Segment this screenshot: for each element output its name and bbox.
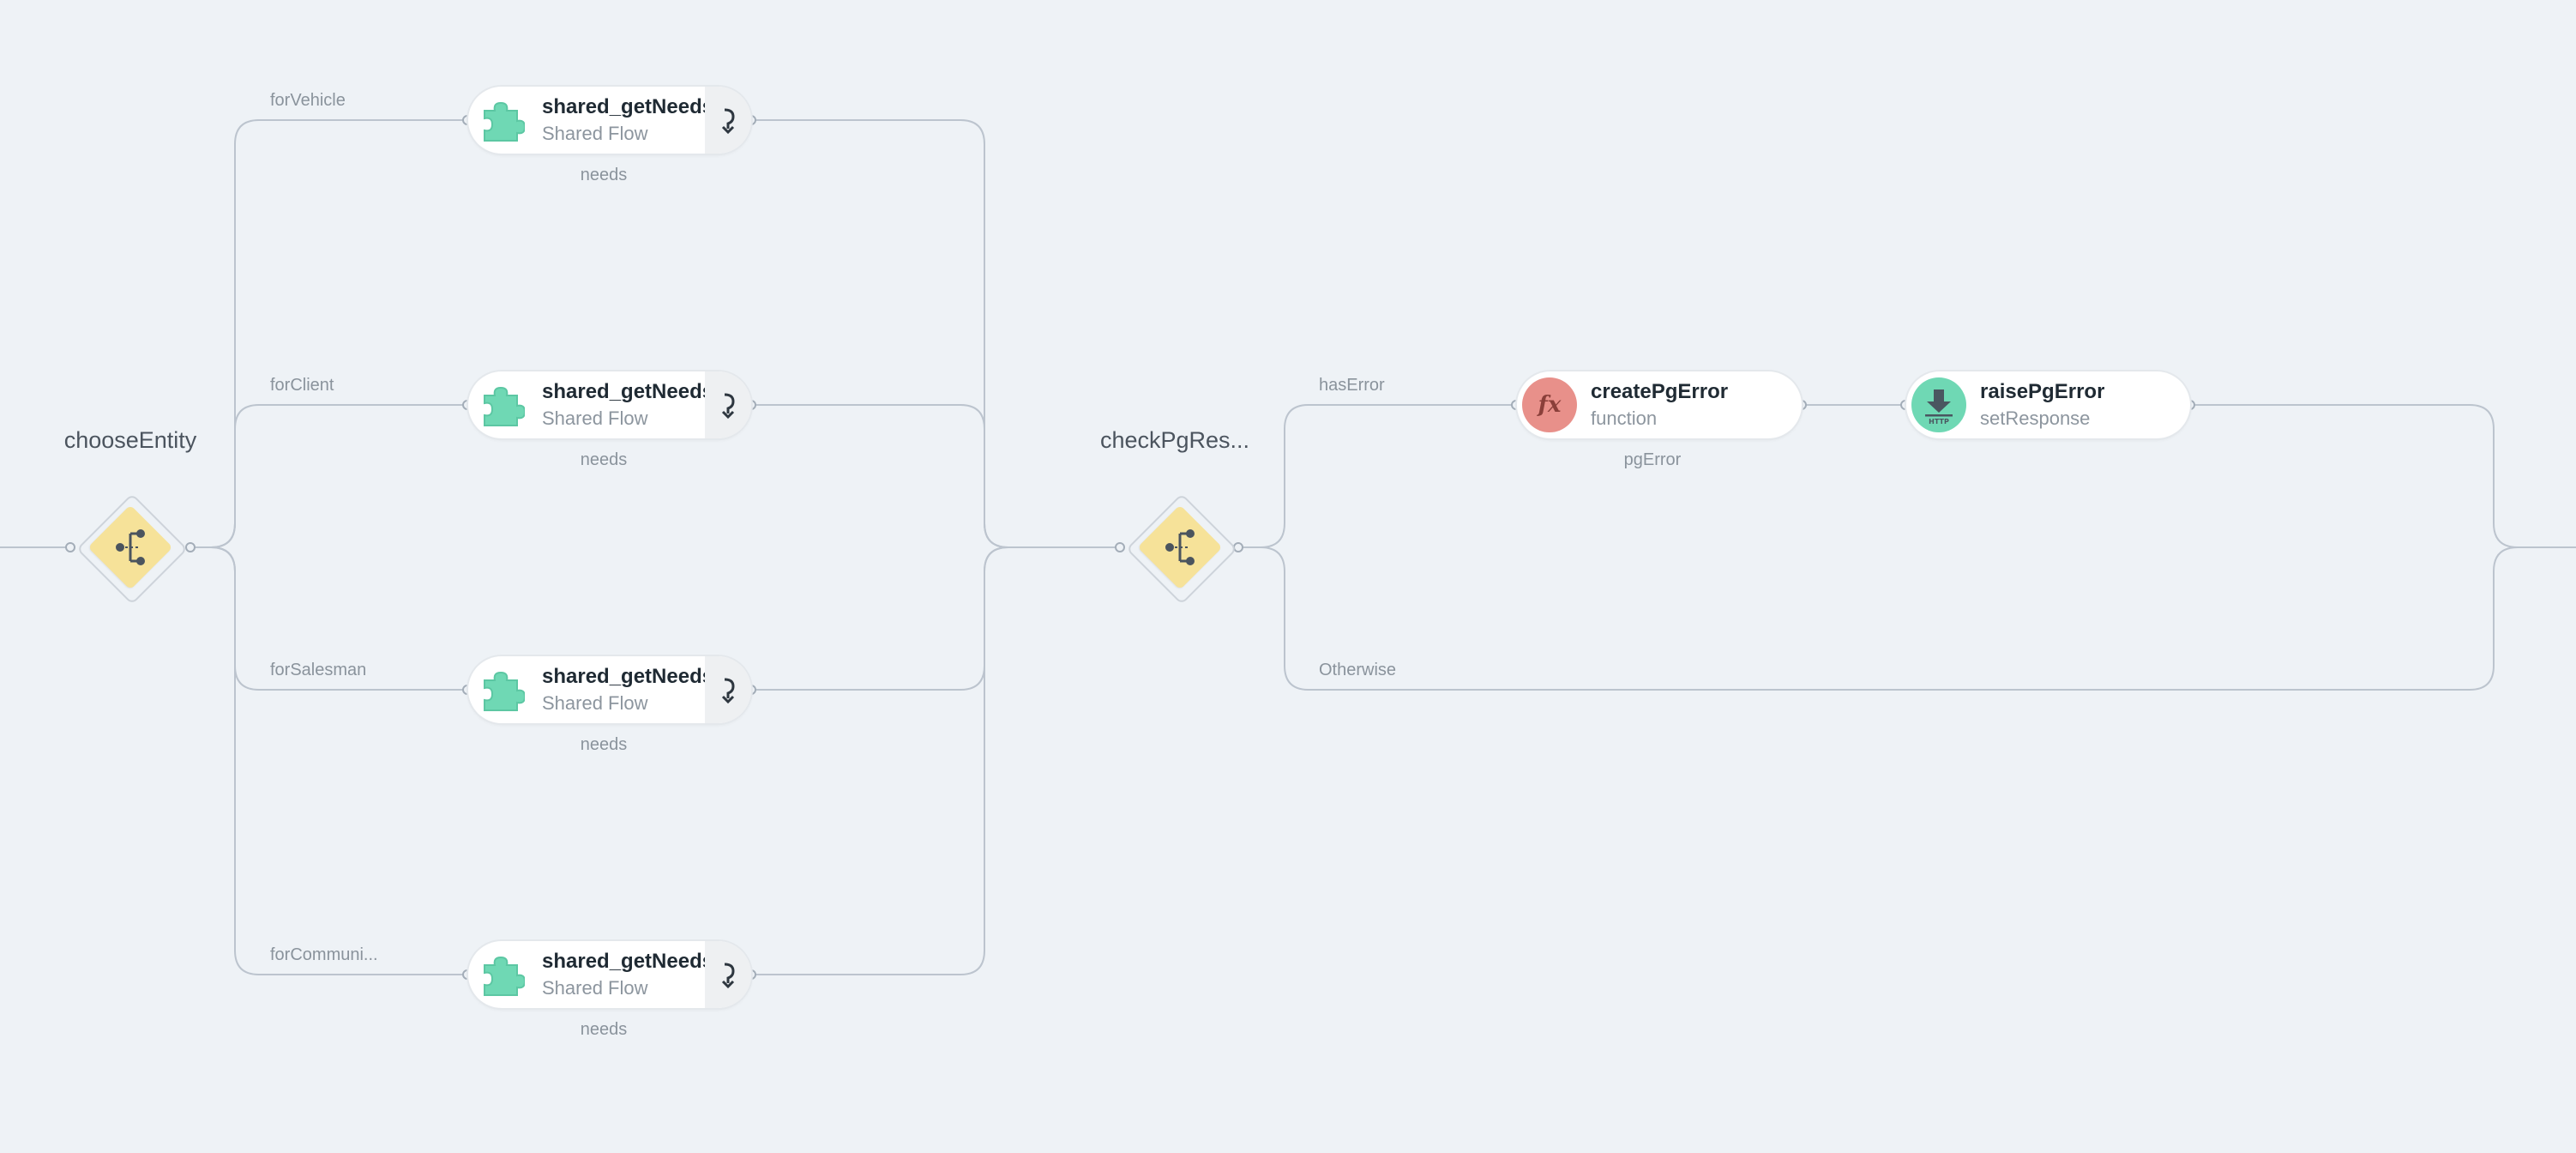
puzzle-icon [473, 947, 528, 1002]
function-node-create-pg-error[interactable]: fx createPgError function [1517, 371, 1802, 438]
node-output-label: needs [580, 450, 628, 469]
node-subtitle: Shared Flow [542, 123, 648, 144]
puzzle-icon [473, 662, 528, 717]
shared-flow-node-salesman[interactable]: shared_getNeeds Shared Flow [468, 656, 751, 723]
node-title: createPgError [1591, 380, 1729, 403]
drill-down-arrow-icon [721, 393, 735, 420]
connector [751, 404, 1009, 548]
decision-title: chooseEntity [63, 427, 197, 453]
connector [751, 546, 1009, 691]
puzzle-icon [473, 377, 528, 432]
node-subtitle: function [1591, 407, 1658, 429]
connector [751, 546, 1009, 975]
drill-into-button[interactable] [705, 87, 751, 154]
node-title: shared_getNeeds [542, 665, 713, 688]
shared-flow-node-vehicle[interactable]: shared_getNeeds Shared Flow [468, 87, 751, 154]
drill-down-arrow-icon [721, 678, 735, 704]
port [185, 542, 196, 552]
decision-check-pg-result[interactable] [1120, 487, 1240, 607]
shared-flow-node-community[interactable]: shared_getNeeds Shared Flow [468, 941, 751, 1008]
node-title: shared_getNeeds [542, 95, 713, 118]
drill-down-arrow-icon [721, 108, 735, 135]
node-subtitle: setResponse [1980, 407, 2091, 429]
branch-icon [1165, 529, 1195, 565]
port [1115, 542, 1125, 552]
connector [2190, 404, 2576, 548]
decision-choose-entity[interactable] [70, 487, 190, 607]
connector [190, 119, 467, 548]
connector [1238, 546, 2519, 691]
drill-into-button[interactable] [705, 656, 751, 723]
set-response-node-raise-pg-error[interactable]: HTTP raisePgError setResponse [1906, 371, 2190, 438]
decision-title: checkPgRes... [1099, 427, 1250, 453]
drill-into-button[interactable] [705, 371, 751, 438]
branch-label-otherwise: Otherwise [1319, 661, 1397, 679]
node-output-label: needs [580, 1020, 628, 1039]
connector [190, 404, 467, 548]
connector [1238, 404, 1516, 548]
branch-label-for-client: forClient [270, 376, 334, 395]
branch-icon [116, 529, 145, 565]
puzzle-icon [473, 93, 528, 148]
node-output-label: needs [580, 166, 628, 184]
drill-into-button[interactable] [705, 941, 751, 1008]
branch-label-for-vehicle: forVehicle [270, 91, 346, 110]
node-subtitle: Shared Flow [542, 692, 648, 714]
node-title: raisePgError [1980, 380, 2105, 403]
connector [190, 546, 467, 975]
node-subtitle: Shared Flow [542, 407, 648, 429]
http-download-icon: HTTP [1911, 377, 1966, 432]
connector [751, 119, 1120, 548]
port [65, 542, 75, 552]
node-title: shared_getNeeds [542, 950, 713, 973]
node-title: shared_getNeeds [542, 380, 713, 403]
branch-label-has-error: hasError [1319, 376, 1385, 395]
branch-label-for-community: forCommuni... [270, 945, 378, 964]
branch-label-for-salesman: forSalesman [270, 661, 367, 679]
node-output-label: pgError [1623, 450, 1682, 469]
drill-down-arrow-icon [721, 963, 735, 989]
node-subtitle: Shared Flow [542, 977, 648, 999]
svg-text:HTTP: HTTP [1929, 418, 1949, 426]
node-output-label: needs [580, 735, 628, 754]
shared-flow-node-client[interactable]: shared_getNeeds Shared Flow [468, 371, 751, 438]
fx-icon: fx [1522, 377, 1577, 432]
